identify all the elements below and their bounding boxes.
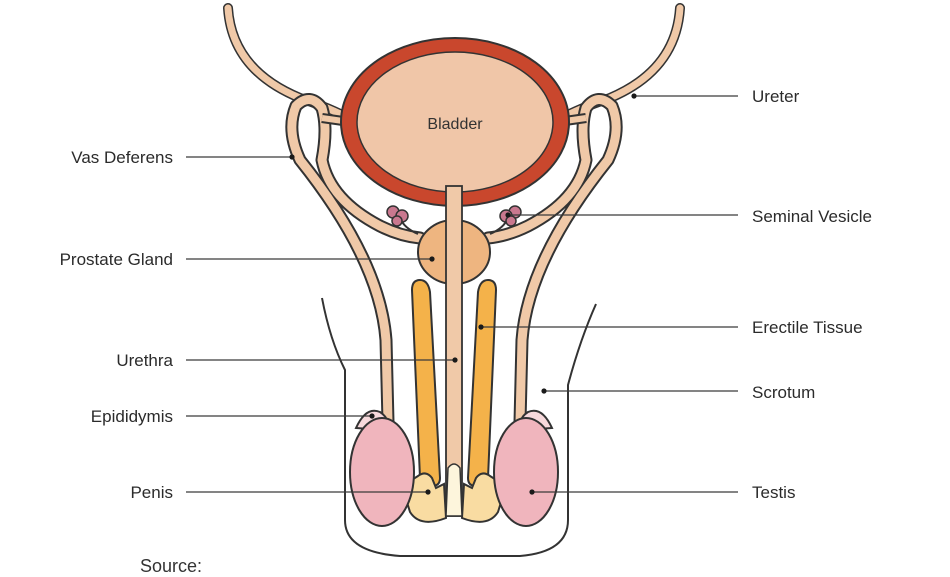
label-vas-deferens: Vas Deferens bbox=[71, 148, 173, 167]
label-scrotum: Scrotum bbox=[752, 383, 815, 402]
label-erectile-tissue: Erectile Tissue bbox=[752, 318, 863, 337]
testes bbox=[349, 409, 559, 527]
ureter-tubes bbox=[223, 3, 685, 125]
label-prostate-gland: Prostate Gland bbox=[60, 250, 173, 269]
label-bladder: Bladder bbox=[427, 116, 483, 133]
label-testis: Testis bbox=[752, 483, 795, 502]
label-epididymis: Epididymis bbox=[91, 407, 173, 426]
label-penis: Penis bbox=[130, 483, 173, 502]
erectile-tissue bbox=[410, 278, 498, 488]
glans bbox=[400, 463, 508, 523]
scrotum-outline bbox=[321, 297, 597, 557]
label-urethra: Urethra bbox=[116, 351, 173, 370]
label-ureter: Ureter bbox=[752, 87, 800, 106]
label-seminal-vesicle: Seminal Vesicle bbox=[752, 207, 872, 226]
leader-lines bbox=[186, 93, 738, 495]
vas-deferens-ducts bbox=[285, 93, 623, 429]
source-caption: Source: bbox=[140, 556, 202, 572]
